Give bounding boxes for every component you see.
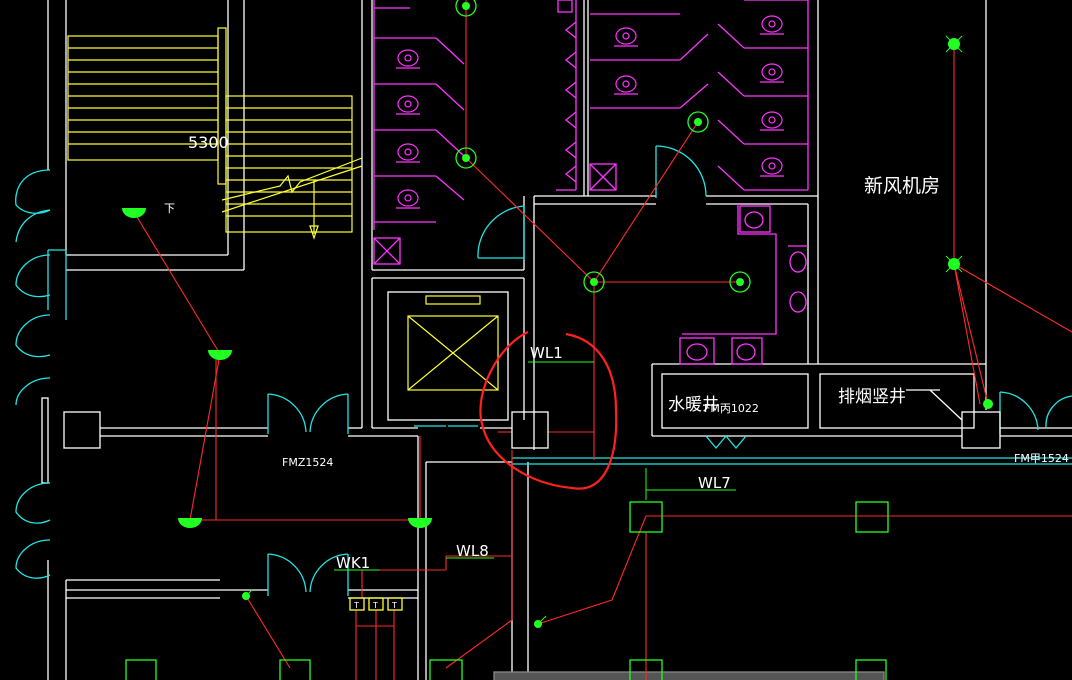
light-fixture-icon — [729, 271, 751, 293]
label-leaders — [334, 361, 736, 571]
distribution-box-icon — [961, 411, 1001, 449]
light-fixture-icon — [945, 255, 963, 273]
walls — [41, 0, 1072, 680]
distribution-box-icon — [629, 501, 663, 533]
stair-dimension: 5300 — [188, 133, 229, 152]
light-fixture-icon — [583, 271, 605, 293]
wall-lamp-icon — [408, 518, 432, 528]
circuit-label-wl8: WL8 — [456, 542, 489, 560]
light-fixture-icon — [687, 111, 709, 133]
light-fixture-icon — [455, 0, 477, 17]
distribution-box-icon — [511, 411, 549, 449]
light-fixtures — [122, 0, 993, 628]
squat-toilet-icons — [396, 15, 784, 209]
switch-marks: T T T — [353, 601, 397, 610]
highlight-circle — [479, 331, 618, 490]
distribution-box-icon — [125, 659, 157, 680]
room-label-water-shaft: 水暖井 — [668, 395, 719, 415]
switch-icon — [349, 597, 365, 611]
door-label-fm-yi: FMZ1524 — [282, 456, 333, 469]
labels: 5300 下 新风机房 水暖井 FM丙1022 排烟竖井 FMZ1524 FM甲… — [164, 133, 1069, 572]
distribution-box-icon — [429, 659, 463, 680]
circuit-label-wl7: WL7 — [698, 474, 731, 492]
light-fixture-icon — [242, 589, 253, 600]
distribution-box-icon — [63, 411, 101, 449]
switch-label: T — [353, 601, 359, 610]
toilet-partitions — [373, 0, 809, 365]
wall-lamp-icon — [122, 208, 146, 218]
distribution-box-icon — [855, 501, 889, 533]
distribution-box-icon — [629, 659, 663, 680]
light-fixture-icon — [534, 615, 547, 628]
circuit-label-wk1: WK1 — [336, 554, 370, 572]
switch-icon — [368, 597, 384, 611]
stair-down-label: 下 — [164, 202, 175, 215]
light-fixture-icon — [455, 147, 477, 169]
panel-boxes — [63, 411, 1001, 680]
circuit-label-wl1: WL1 — [530, 344, 563, 362]
doors — [15, 145, 1072, 596]
wall-lamp-icon — [178, 518, 202, 528]
distribution-box-icon — [279, 659, 311, 680]
switch-label: T — [372, 601, 378, 610]
room-label-fresh-air: 新风机房 — [864, 175, 940, 197]
light-fixture-icon — [945, 35, 963, 53]
distribution-box-icon — [855, 659, 887, 680]
wall-lamp-icon — [208, 350, 232, 360]
wiring — [133, 0, 1072, 680]
switch-icon — [387, 597, 403, 611]
light-fixture-icon — [983, 399, 993, 409]
switch-label: T — [391, 601, 397, 610]
door-label-fm-bing: FM丙1022 — [704, 402, 759, 415]
door-label-fm-jia: FM甲1524 — [1014, 452, 1069, 465]
stair — [67, 27, 499, 391]
room-label-smoke-shaft: 排烟竖井 — [838, 387, 906, 407]
